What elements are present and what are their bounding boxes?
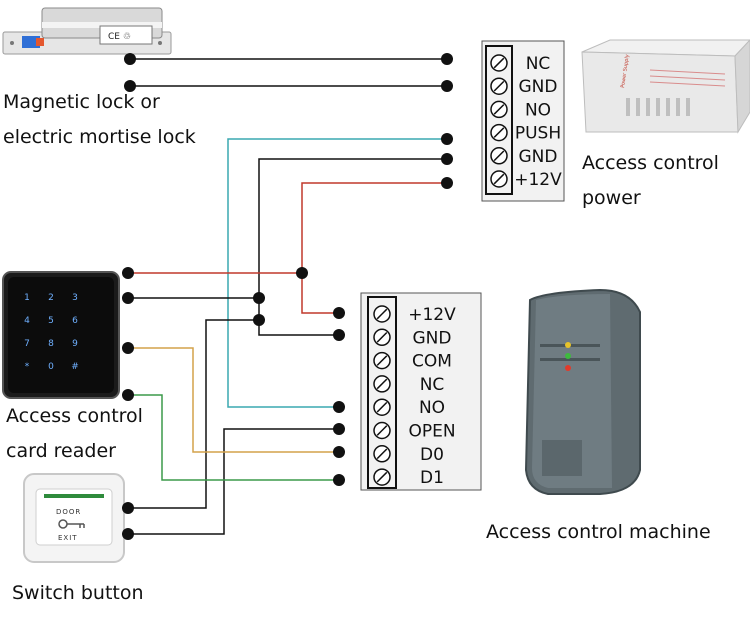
- controller-terminal-label: OPEN: [408, 422, 455, 442]
- connection-dot: [333, 423, 345, 435]
- connection-dot: [124, 80, 136, 92]
- power-terminal-screw-icon: [490, 170, 508, 188]
- connection-dot: [441, 177, 453, 189]
- switch-door-text: DOOR: [56, 508, 81, 516]
- power-supply-image: Power Supply: [581, 39, 750, 134]
- connection-dot: [333, 474, 345, 486]
- keypad-key: 4: [24, 316, 30, 326]
- controller-terminal-screw-icon: [373, 328, 391, 347]
- lock-label-line2: electric mortise lock: [3, 126, 196, 148]
- keypad-key: 3: [72, 293, 78, 303]
- connection-dot: [441, 133, 453, 145]
- controller-terminal-label: GND: [413, 328, 452, 348]
- keypad-key: 5: [48, 316, 54, 326]
- connection-dot: [122, 292, 134, 304]
- controller-terminal-label: D1: [420, 468, 444, 488]
- controller-terminal-label: NC: [420, 375, 445, 395]
- switch-button-image: DOOR EXIT: [23, 473, 125, 563]
- controller-terminal-label: COM: [412, 352, 452, 372]
- power-terminal-label: +12V: [514, 170, 562, 190]
- power-label-line2: power: [582, 187, 641, 209]
- power-label-line1: Access control: [582, 152, 719, 174]
- controller-terminal-screw-icon: [373, 421, 391, 440]
- switch-label: Switch button: [12, 582, 144, 604]
- connection-dot: [122, 389, 134, 401]
- controller-terminal-screw-icon: [373, 351, 391, 370]
- power-terminal-screw-icon: [490, 123, 508, 142]
- keypad-key: 2: [48, 293, 54, 303]
- connection-dot: [122, 267, 134, 279]
- connection-dot: [333, 446, 345, 458]
- access-control-machine-image: [524, 288, 641, 495]
- power-terminal-label: GND: [519, 77, 558, 97]
- connection-dot: [333, 329, 345, 341]
- magnetic-lock-image: CE ♲: [2, 7, 172, 55]
- lock-label-line1: Magnetic lock or: [3, 91, 160, 113]
- controller-terminal-screw-icon: [373, 398, 391, 416]
- wire-reader-d0: [128, 347, 339, 453]
- connection-dot: [122, 502, 134, 514]
- connection-dot: [122, 528, 134, 540]
- connection-dot: [124, 53, 136, 65]
- key-icon: [58, 519, 85, 529]
- keypad-key: 9: [72, 339, 78, 349]
- power-terminal-screw-icon: [490, 77, 508, 95]
- controller-terminal-label: NO: [419, 398, 445, 418]
- connection-dot: [333, 307, 345, 319]
- connection-dot: [441, 80, 453, 92]
- power-terminal-label: PUSH: [515, 124, 561, 144]
- controller-terminal-screw-icon: [373, 375, 391, 393]
- keypad-key: 1: [24, 293, 30, 303]
- keypad-key: 7: [24, 339, 30, 349]
- reader-label-line2: card reader: [6, 440, 116, 462]
- keypad-key: 0: [48, 362, 54, 372]
- power-terminal-screw-icon: [490, 147, 508, 165]
- connection-dot: [441, 53, 453, 65]
- wire-com-to-switch: [128, 319, 259, 509]
- controller-terminal-screw-icon: [373, 445, 391, 463]
- connection-dot: [441, 153, 453, 165]
- power-terminal-label: GND: [519, 147, 558, 167]
- connection-dot: [296, 267, 308, 279]
- wire-open-to-switch: [128, 428, 339, 535]
- keypad-key: 6: [72, 316, 78, 326]
- power-terminal-label: NO: [525, 100, 551, 120]
- wire-gnd-bus: [258, 158, 447, 336]
- power-terminal-block: NC GND NO PUSH GND +12V: [481, 40, 565, 202]
- power-terminal-label: NC: [526, 54, 551, 74]
- keypad-key: *: [25, 362, 30, 372]
- controller-terminal-screw-icon: [373, 305, 391, 323]
- power-terminal-screw-icon: [490, 54, 508, 72]
- switch-exit-text: EXIT: [58, 534, 78, 542]
- reader-label-line1: Access control: [6, 405, 143, 427]
- controller-terminal-label: D0: [420, 445, 444, 465]
- controller-terminal-screw-icon: [373, 468, 391, 486]
- power-terminal-screw-icon: [490, 100, 508, 119]
- machine-label: Access control machine: [486, 521, 711, 543]
- psu-label: Power Supply: [620, 54, 631, 88]
- keypad-key: 8: [48, 339, 54, 349]
- svg-text:CE ♲: CE ♲: [108, 32, 131, 42]
- connection-dot: [253, 314, 265, 326]
- wire-12v: [301, 182, 447, 314]
- controller-terminal-label: +12V: [408, 305, 456, 325]
- card-reader-image: 1 2 3 4 5 6 7 8 9 * 0 #: [2, 271, 120, 399]
- connection-dot: [122, 342, 134, 354]
- wire-reader-d1: [128, 394, 339, 481]
- keypad-key: #: [71, 362, 79, 372]
- connection-dot: [253, 292, 265, 304]
- connection-dot: [333, 401, 345, 413]
